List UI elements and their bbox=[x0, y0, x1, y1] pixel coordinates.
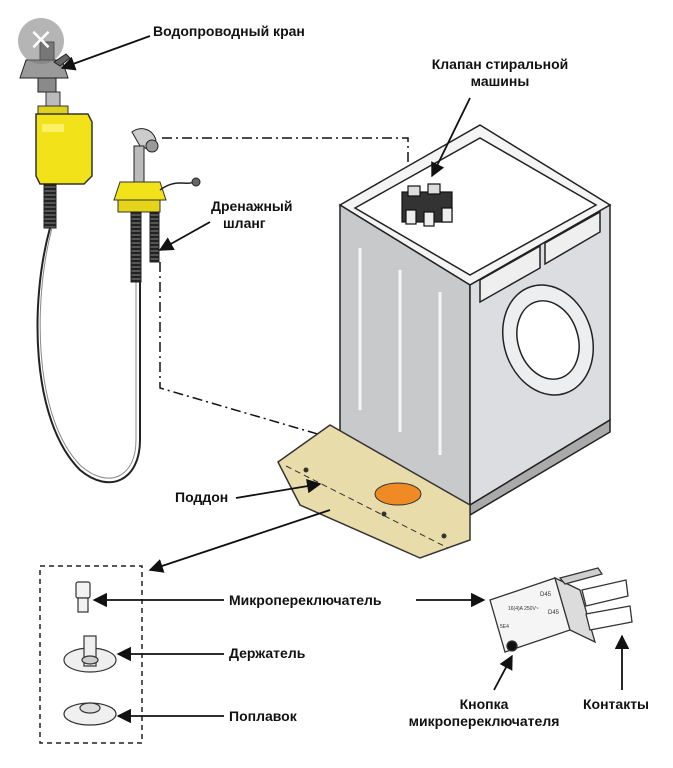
arrow-button bbox=[493, 654, 513, 691]
microswitch-part bbox=[75, 581, 91, 613]
arrow-tray bbox=[235, 479, 322, 499]
valve-assembly bbox=[113, 128, 201, 283]
label-drain-hose-line2: шланг bbox=[223, 215, 266, 231]
tray bbox=[277, 424, 471, 559]
label-holder: Держатель bbox=[229, 645, 306, 661]
switch-text: 5E4 bbox=[500, 624, 509, 630]
label-drain-hose: Дренажный шланг bbox=[211, 198, 293, 232]
arrow-drain-hose bbox=[158, 221, 211, 251]
holder-part bbox=[63, 635, 117, 673]
drain-hose bbox=[149, 211, 160, 263]
label-tray: Поддон bbox=[175, 489, 229, 505]
arrows bbox=[60, 35, 630, 724]
label-water-tap: Водопроводный кран bbox=[153, 23, 305, 39]
label-contacts: Контакты bbox=[583, 696, 650, 712]
label-microswitch: Микропереключатель bbox=[229, 592, 382, 608]
label-microswitch-button-line2: микропереключателя bbox=[408, 713, 560, 729]
switch-rating: 16(4)A 250V~ bbox=[508, 606, 539, 612]
label-machine-valve-line1: Клапан стиральной bbox=[431, 56, 569, 72]
drain-spot bbox=[374, 482, 422, 506]
switch-code-1: D45 bbox=[540, 592, 552, 598]
arrow-water-tap bbox=[60, 35, 151, 71]
large-microswitch: D45 D45 16(4)A 250V~ 5E4 bbox=[489, 567, 633, 653]
label-microswitch-button-line1: Кнопка bbox=[459, 696, 509, 712]
close-icon: × bbox=[28, 22, 54, 57]
machine-valve bbox=[401, 183, 453, 227]
label-machine-valve-line2: машины bbox=[470, 73, 530, 89]
label-machine-valve: Клапан стиральной машины bbox=[420, 56, 580, 90]
label-microswitch-button: Кнопка микропереключателя bbox=[389, 696, 579, 730]
washing-machine bbox=[338, 124, 612, 517]
inlet-hose bbox=[35, 91, 141, 484]
float-part bbox=[63, 702, 117, 726]
close-button[interactable]: × bbox=[18, 18, 64, 64]
arrow-machine-valve bbox=[431, 97, 471, 178]
label-float: Поплавок bbox=[229, 708, 297, 724]
arrow-tray-to-box bbox=[148, 509, 331, 573]
connection-lines bbox=[159, 137, 409, 443]
label-drain-hose-line1: Дренажный bbox=[211, 198, 293, 214]
switch-code-2: D45 bbox=[548, 610, 560, 616]
